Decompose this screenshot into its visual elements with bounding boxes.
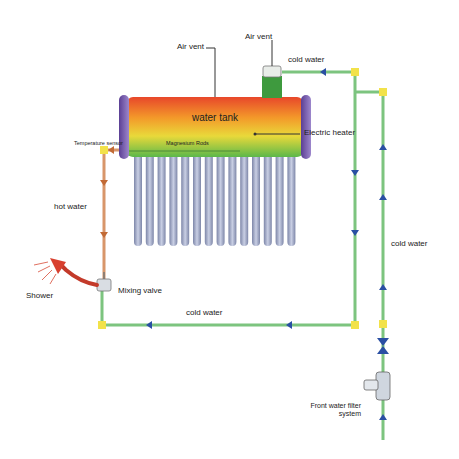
air-vent-pipe	[215, 48, 216, 97]
part-name: Mixing valve	[118, 287, 162, 296]
header-box	[262, 76, 282, 98]
vacuum-tube	[158, 152, 166, 246]
hot-water-pipe	[104, 150, 119, 280]
flow-label: cold water	[288, 56, 324, 65]
vacuum-tube	[134, 152, 142, 246]
gate-valve	[377, 338, 389, 346]
vacuum-tube	[193, 152, 201, 246]
vacuum-tube	[240, 152, 248, 246]
vacuum-tube	[276, 152, 284, 246]
tank-body	[127, 97, 303, 157]
tank-label: water tank	[192, 112, 238, 123]
vacuum-tube	[181, 152, 189, 246]
vacuum-tube	[252, 152, 260, 246]
vacuum-tube	[287, 152, 295, 246]
leader-line	[255, 134, 300, 135]
cold-water-pipe	[102, 72, 383, 440]
flow-arrow	[100, 146, 114, 238]
vacuum-tube	[228, 152, 236, 246]
valve-handle	[103, 272, 105, 279]
water-tank: water tank	[127, 97, 303, 131]
part-name: Air vent	[177, 43, 204, 52]
water-filter	[364, 380, 378, 390]
flow-label: cold water	[186, 309, 222, 318]
tank-end-cap	[301, 95, 311, 159]
part-name: Air vent	[245, 33, 272, 42]
pipe-joint	[98, 68, 387, 329]
part-name: Magnesium Rods	[166, 140, 209, 146]
tank-end-cap	[119, 95, 129, 159]
vacuum-tube	[264, 152, 272, 246]
vacuum-tube	[169, 152, 177, 246]
vacuum-tubes	[134, 152, 295, 246]
shower-spray	[34, 262, 56, 284]
leader-line	[206, 48, 215, 49]
gate-valve	[377, 346, 389, 354]
shower-arm	[60, 264, 97, 285]
vacuum-tube	[146, 152, 154, 246]
mixing-valve	[97, 279, 111, 291]
part-name: Temperature sensor	[74, 140, 123, 146]
flow-label: cold water	[391, 240, 427, 249]
part-name: Shower	[26, 292, 53, 301]
flow-arrow	[146, 68, 387, 420]
part-name: Front water filter system	[289, 402, 361, 417]
air-vent-pipe	[272, 40, 273, 66]
shower-head	[50, 258, 66, 274]
part-name: Electric heater	[304, 129, 355, 138]
leader-dot	[254, 133, 257, 136]
magnesium-rod	[129, 151, 240, 152]
float-valve	[263, 66, 281, 77]
vacuum-tube	[205, 152, 213, 246]
flow-label: hot water	[54, 203, 87, 212]
vacuum-tube	[217, 152, 225, 246]
